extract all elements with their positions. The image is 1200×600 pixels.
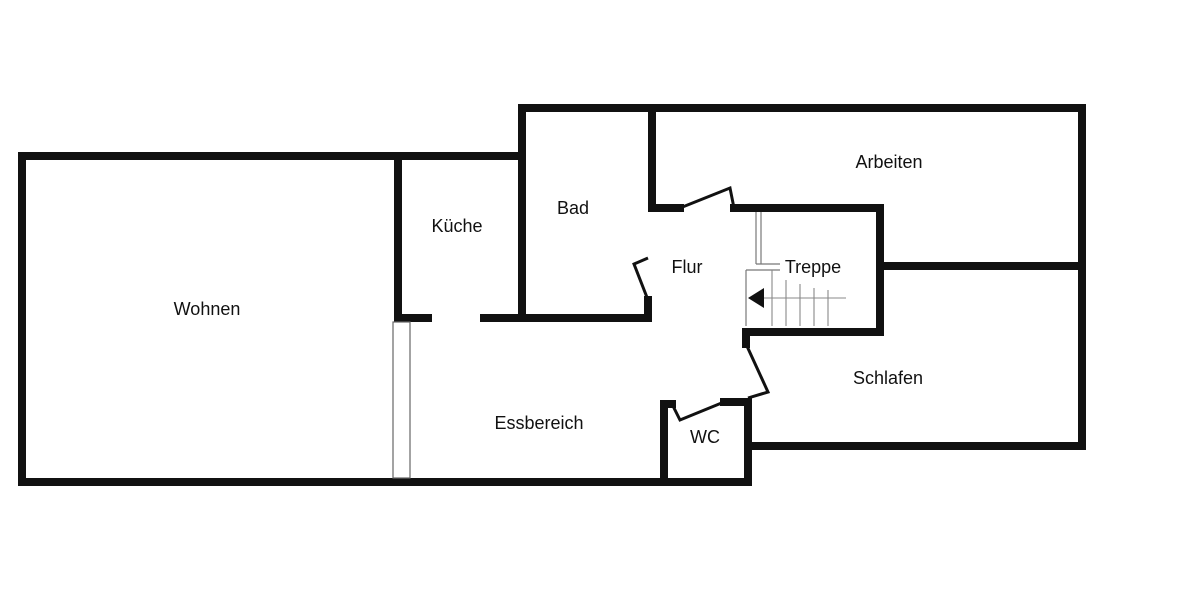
door-arbeiten	[679, 185, 736, 210]
staircase	[745, 212, 846, 326]
room-label-schlafen: Schlafen	[853, 368, 923, 388]
room-labels: Wohnen Küche Bad Arbeiten Flur Treppe Sc…	[174, 152, 923, 447]
room-label-bad: Bad	[557, 198, 589, 218]
room-label-wohnen: Wohnen	[174, 299, 241, 319]
door-wc	[670, 400, 725, 422]
room-label-wc: WC	[690, 427, 720, 447]
stair-arrow-icon	[748, 288, 764, 308]
room-label-essbereich: Essbereich	[494, 413, 583, 433]
room-label-arbeiten: Arbeiten	[855, 152, 922, 172]
doors	[632, 185, 771, 422]
room-label-treppe: Treppe	[785, 257, 841, 277]
interior-walls	[394, 108, 1086, 486]
room-label-flur: Flur	[672, 257, 703, 277]
door-schlafen	[744, 343, 771, 400]
door-bad	[632, 256, 650, 301]
room-label-kueche: Küche	[431, 216, 482, 236]
exterior-walls	[18, 104, 1086, 486]
wall-opening	[392, 321, 411, 479]
